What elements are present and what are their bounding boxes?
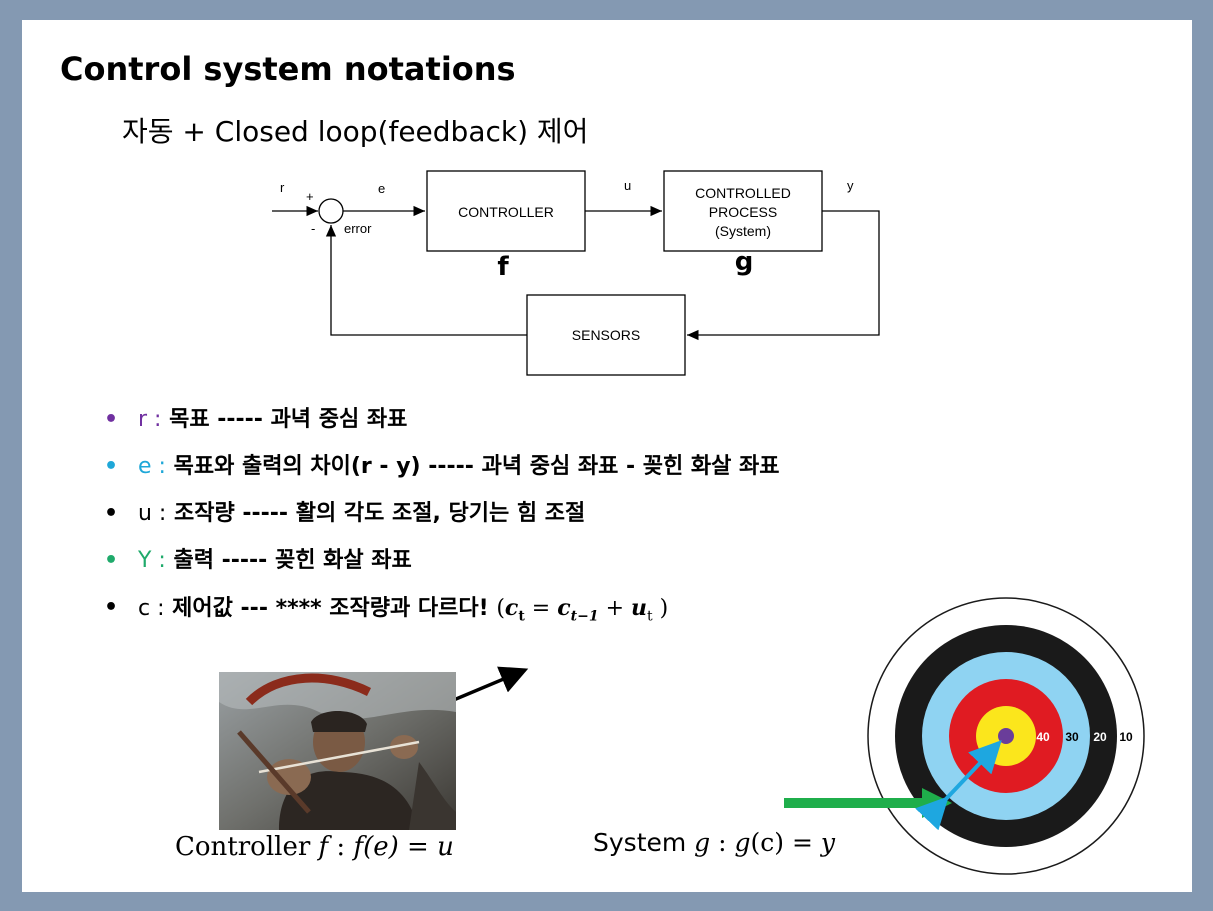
controller-label: CONTROLLER	[458, 204, 554, 220]
process-box	[663, 170, 823, 252]
formula-lhs: c	[504, 595, 519, 621]
y-signal-label: y	[847, 178, 854, 193]
page-title: Control system notations	[60, 50, 516, 88]
sensors-box	[526, 294, 686, 376]
process-label-line3: (System)	[715, 223, 771, 239]
system-caption: System g : g(c) = y	[593, 828, 835, 857]
bullet-key-u: u :	[138, 501, 167, 526]
process-label-line2: PROCESS	[709, 204, 777, 220]
controller-caption-expr-arg: (e)	[363, 832, 399, 862]
ring-label-30: 30	[1065, 730, 1079, 744]
bullet-y: • Y : 출력 ----- 꽂힌 화살 좌표	[104, 546, 780, 593]
block-diagram: r + - e error CONTROLLER f u CONTROLLED …	[272, 170, 1145, 875]
controller-symbol: f	[497, 252, 509, 282]
plus-sign: +	[306, 189, 314, 204]
u-signal-label: u	[624, 178, 631, 193]
bullet-text-u: 조작량 ----- 활의 각도 조절, 당기는 힘 조절	[166, 501, 586, 526]
bullet-key-e: e :	[138, 454, 166, 479]
archer-photo	[219, 672, 456, 830]
system-caption-expr-g: g	[734, 828, 751, 857]
bullet-r: • r : 목표 ----- 과녁 중심 좌표	[104, 405, 780, 452]
error-double-arrow	[915, 740, 1002, 831]
formula-rhs-sub: t−1	[570, 608, 599, 625]
ring-label-10: 10	[1119, 730, 1133, 744]
error-label: error	[344, 221, 372, 236]
slide: Control system notations 자동 + Closed loo…	[22, 20, 1192, 892]
bullet-dot-c: •	[104, 595, 119, 620]
e-signal-label: e	[378, 181, 385, 196]
formula-lhs-sub: t	[518, 608, 525, 625]
controller-caption-u: u	[437, 832, 454, 862]
formula-eq: =	[524, 596, 558, 621]
controller-caption-sep: :	[328, 832, 354, 862]
bullet-c: • c : 제어값 --- **** 조작량과 다르다! (ct = ct−1 …	[104, 593, 780, 640]
minus-sign: -	[311, 221, 315, 236]
controller-caption-word: Controller	[175, 832, 319, 862]
process-label-line1: CONTROLLED	[695, 185, 791, 201]
bullet-dot-e: •	[104, 454, 119, 479]
bullet-u: • u : 조작량 ----- 활의 각도 조절, 당기는 힘 조절	[104, 499, 780, 546]
system-caption-eq: =	[784, 828, 821, 857]
controller-caption: Controller f : f(e) = u	[175, 832, 454, 862]
archer-illustration	[219, 672, 456, 830]
feedback-path-right	[687, 210, 880, 341]
sensors-label: SENSORS	[572, 327, 640, 343]
bullet-key-r: r :	[138, 407, 162, 432]
bullet-key-y: Y :	[138, 548, 166, 573]
bullet-dot-r: •	[104, 407, 119, 432]
formula-open: (	[496, 596, 505, 621]
r-signal-label: r	[280, 180, 285, 195]
controller-caption-f: f	[318, 832, 329, 862]
summing-junction	[318, 198, 344, 224]
feedback-path-left	[325, 225, 527, 336]
ring-label-20: 20	[1093, 730, 1107, 744]
bullet-text-c: 제어값 --- **** 조작량과 다르다!	[164, 596, 497, 621]
bullet-e: • e : 목표와 출력의 차이(r - y) ----- 과녁 중심 좌표 -…	[104, 452, 780, 499]
system-caption-g: g	[694, 828, 711, 857]
controller-caption-expr-f: f	[353, 832, 364, 862]
bullet-text-r: 목표 ----- 과녁 중심 좌표	[161, 407, 408, 432]
bullet-key-c: c :	[138, 596, 165, 621]
page-subtitle: 자동 + Closed loop(feedback) 제어	[122, 115, 589, 148]
controller-caption-eq: =	[398, 832, 438, 862]
bullet-dot-u: •	[104, 501, 119, 526]
formula-close: )	[652, 596, 669, 621]
ring-label-40: 40	[1036, 730, 1050, 744]
target-center	[998, 728, 1014, 744]
process-symbol: g	[735, 247, 754, 277]
formula-u: u	[631, 595, 647, 621]
formula-plus: +	[598, 596, 631, 621]
archery-target: 40 30 20 10	[784, 597, 1145, 875]
system-caption-expr-arg: (c)	[750, 828, 785, 857]
bullet-text-y: 출력 ----- 꽂힌 화살 좌표	[165, 548, 412, 573]
notation-list: • r : 목표 ----- 과녁 중심 좌표 • e : 목표와 출력의 차이…	[104, 405, 780, 640]
formula-rhs: c	[557, 595, 571, 621]
system-caption-y: y	[820, 828, 836, 857]
formula-u-sub: t	[647, 608, 653, 625]
system-caption-word: System	[593, 828, 695, 857]
bullet-text-e: 목표와 출력의 차이(r - y) ----- 과녁 중심 좌표 - 꽂힌 화살…	[165, 454, 780, 479]
bullet-dot-y: •	[104, 548, 119, 573]
system-caption-sep: :	[710, 828, 735, 857]
